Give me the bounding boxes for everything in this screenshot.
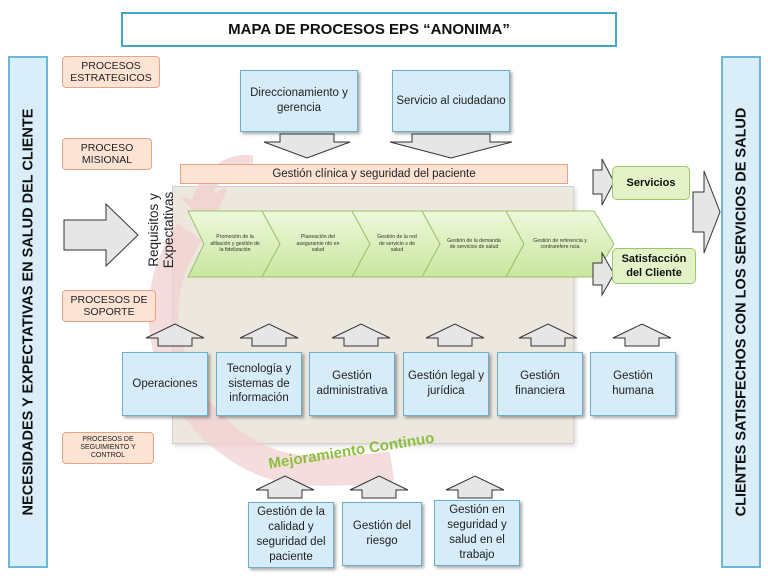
mission-bar: Gestión clínica y seguridad del paciente bbox=[180, 164, 568, 184]
control-calidad: Gestión de la calidad y seguridad del pa… bbox=[248, 502, 334, 568]
right-side-bar: CLIENTES SATISFECHOS CON LOS SERVICIOS D… bbox=[721, 56, 761, 568]
up-arrow-4 bbox=[425, 323, 485, 347]
label-procesos-seguimiento: PROCESOS DE SEGUIMIENTO Y CONTROL bbox=[62, 432, 154, 464]
label-proceso-misional: PROCESO MISIONAL bbox=[62, 138, 152, 170]
chevron-1-label: Promoción de la afiliación y gestión de … bbox=[210, 234, 260, 254]
support-tecnologia: Tecnología y sistemas de información bbox=[216, 352, 302, 416]
arrow-to-satisfaccion bbox=[592, 251, 615, 297]
output-satisfaccion: Satisfacción del Cliente bbox=[612, 248, 696, 284]
chevron-3-label: Gestión de la red de servicio s de salud bbox=[377, 234, 417, 254]
control-seguridad-salud: Gestión en seguridad y salud en el traba… bbox=[434, 500, 520, 566]
chevron-5-label: Gestión de referencia y contrarefere nci… bbox=[533, 237, 587, 251]
chevron-2-label: Planeación del aseguramie nto en salud bbox=[296, 234, 340, 254]
arrow-down-direccionamiento bbox=[263, 133, 351, 159]
up-arrow-control-3 bbox=[445, 475, 505, 499]
output-arrow bbox=[692, 170, 721, 254]
support-legal: Gestión legal y jurídica bbox=[403, 352, 489, 416]
up-arrow-6 bbox=[612, 323, 672, 347]
up-arrow-control-2 bbox=[349, 475, 409, 499]
input-arrow bbox=[63, 202, 139, 268]
strategic-servicio-ciudadano: Servicio al ciudadano bbox=[392, 70, 510, 132]
left-side-bar: NECESIDADES Y EXPECTATIVAS EN SALUD DEL … bbox=[8, 56, 48, 568]
up-arrow-5 bbox=[518, 323, 578, 347]
up-arrow-3 bbox=[331, 323, 391, 347]
arrow-to-servicios bbox=[592, 158, 615, 206]
chevron-4-label: Gestión de la demanda de servicios de sa… bbox=[447, 237, 501, 251]
output-servicios: Servicios bbox=[612, 166, 690, 200]
up-arrow-control-1 bbox=[255, 475, 315, 499]
label-procesos-soporte: PROCESOS DE SOPORTE bbox=[62, 290, 156, 322]
arrow-down-servicio bbox=[389, 133, 513, 159]
support-operaciones: Operaciones bbox=[122, 352, 208, 416]
control-riesgo: Gestión del riesgo bbox=[342, 502, 422, 566]
strategic-direccionamiento: Direccionamiento y gerencia bbox=[240, 70, 358, 132]
up-arrow-2 bbox=[239, 323, 299, 347]
support-financiera: Gestión financiera bbox=[497, 352, 583, 416]
diagram-title: MAPA DE PROCESOS EPS “ANONIMA” bbox=[121, 12, 617, 47]
support-humana: Gestión humana bbox=[590, 352, 676, 416]
up-arrow-1 bbox=[145, 323, 205, 347]
support-administrativa: Gestión administrativa bbox=[309, 352, 395, 416]
label-procesos-estrategicos: PROCESOS ESTRATEGICOS bbox=[62, 56, 160, 88]
